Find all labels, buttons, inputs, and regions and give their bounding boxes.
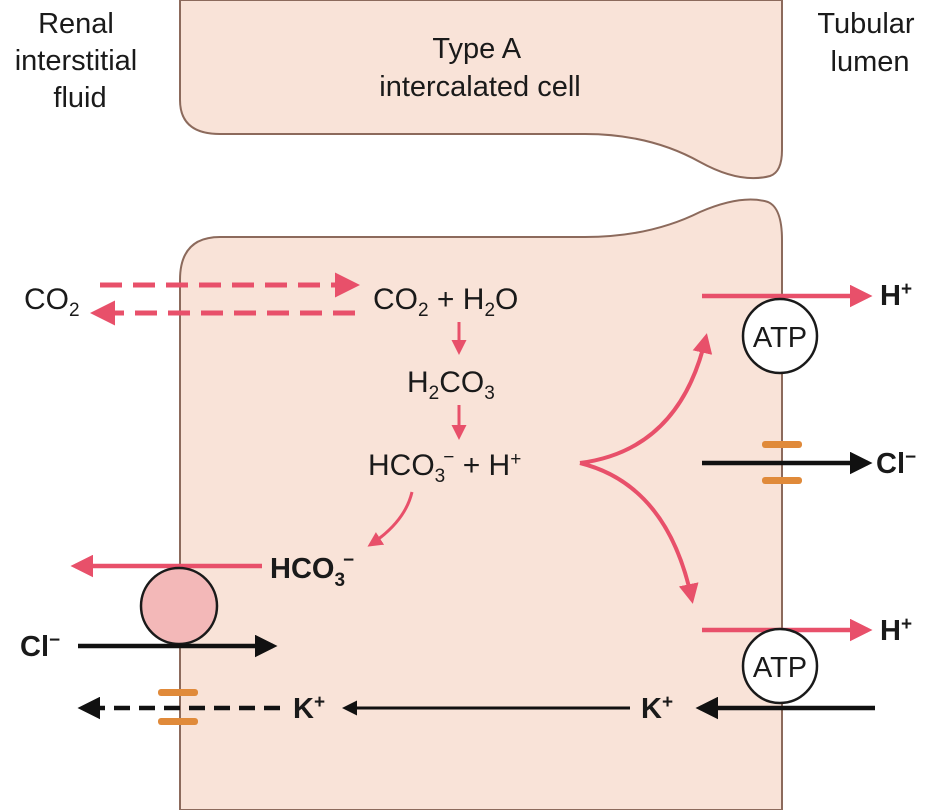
- hco3-exit-label: HCO3−: [270, 550, 354, 591]
- h-top-label: H+: [880, 279, 912, 312]
- h-atpase-top: [741, 297, 819, 375]
- cl-channel-top-bar: [762, 441, 802, 448]
- atp-top-label: ATP: [753, 322, 807, 354]
- upper-cell-shape: [179, 0, 783, 180]
- right-region-label: Tubular lumen: [817, 8, 922, 78]
- cl-out-label: Cl−: [876, 447, 916, 480]
- h-k-atpase-bottom: [741, 627, 819, 705]
- main-cell-shape: [179, 198, 783, 810]
- k-left-label: K+: [293, 692, 325, 725]
- h-to-top-pump-arrow: [579, 333, 713, 465]
- cl-hco3-exchanger: [139, 566, 219, 646]
- co2-label: CO2: [24, 283, 80, 321]
- co2-h2o-label: CO2 + H2O: [373, 283, 518, 321]
- left-region-label: Renal interstitial fluid: [15, 8, 146, 114]
- h-to-bottom-pump-arrow: [579, 461, 699, 604]
- h2co3-label: H2CO3: [407, 366, 495, 404]
- h-bottom-label: H+: [880, 614, 912, 647]
- hco3-h-label: HCO3− + H+: [368, 447, 521, 487]
- cell-title: Type A intercalated cell: [379, 33, 581, 103]
- cl-in-label: Cl−: [20, 630, 60, 663]
- k-channel-bottom-bar: [158, 718, 198, 725]
- cl-channel-bottom-bar: [762, 477, 802, 484]
- hco3-to-basolateral-arrow: [367, 491, 414, 547]
- k-right-label: K+: [641, 692, 673, 725]
- atp-bottom-label: ATP: [753, 652, 807, 684]
- k-channel-top-bar: [158, 689, 198, 696]
